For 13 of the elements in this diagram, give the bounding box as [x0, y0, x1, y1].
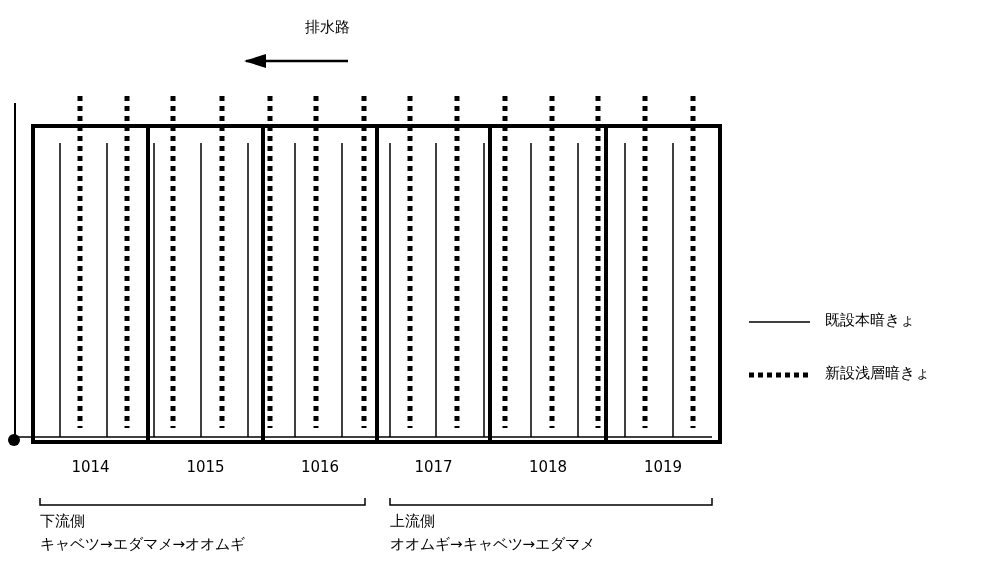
group-label: 下流側: [40, 512, 85, 531]
plot-number: 1019: [643, 458, 683, 476]
plot-number: 1015: [186, 458, 225, 476]
crop-rotation-text: キャベツ→エダマメ→オオムギ: [40, 535, 246, 554]
crop-rotation-text: オオムギ→キャベツ→エダマメ: [390, 535, 596, 554]
plot-number: 1018: [528, 458, 568, 476]
plot-number: 1014: [71, 458, 110, 476]
legend-text: 既設本暗きょ: [825, 311, 915, 330]
plot-number: 1017: [414, 458, 453, 476]
legend-text: 新設浅層暗きょ: [825, 364, 930, 383]
plot-number: 1016: [300, 458, 340, 476]
drain-channel-label: 排水路: [305, 18, 350, 37]
group-label: 上流側: [390, 512, 435, 531]
